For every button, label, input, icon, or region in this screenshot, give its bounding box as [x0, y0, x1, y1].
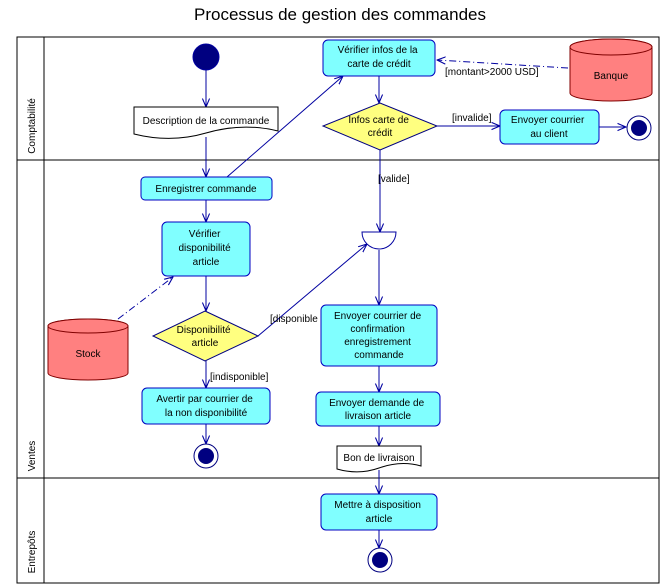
action-label-line: Mettre à disposition: [334, 500, 421, 511]
swimlanes: Comptabilité Ventes Entrepôts: [16, 36, 660, 584]
datastore-top: [569, 38, 653, 56]
action-label-line: article: [193, 257, 220, 268]
object-shape: [336, 445, 422, 473]
object-shape: [133, 106, 279, 139]
object-description-commande: Description de la commande: [133, 106, 279, 139]
final-node-courrier-client: [626, 115, 652, 141]
guard-valide: [valide]: [378, 174, 410, 185]
datastore-label: Stock: [75, 349, 101, 360]
datastore-top: [47, 318, 129, 334]
flow-disponible: [257, 244, 367, 337]
initial-node: [192, 43, 220, 71]
action-avertir-non-disponibilite: Avertir par courrier de la non disponibi…: [141, 387, 271, 425]
final-node-core: [372, 552, 388, 568]
action-label: Mettre à disposition article: [334, 500, 424, 525]
final-node-entrepots: [367, 547, 393, 573]
action-shape: [161, 221, 251, 277]
action-label-line: enregistrement: [344, 337, 411, 348]
action-label: Envoyer demande de livraison article: [329, 398, 427, 422]
merge-node: [361, 231, 397, 250]
action-envoyer-confirmation: Envoyer courrier de confirmation enregis…: [320, 304, 438, 367]
action-label-line: article: [366, 514, 393, 525]
action-label: Vérifier infos de la carte de crédit: [338, 45, 421, 70]
lane-label-comptabilite: Comptabilité: [27, 98, 38, 154]
action-shape: [140, 176, 273, 201]
action-label: Envoyer courrier au client: [511, 115, 587, 140]
action-shape: [322, 39, 436, 77]
action-envoyer-demande-livraison: Envoyer demande de livraison article: [315, 391, 441, 427]
object-label: Bon de livraison: [343, 453, 414, 464]
action-label: Enregistrer commande: [155, 184, 257, 195]
action-verifier-carte: Vérifier infos de la carte de crédit: [322, 39, 436, 77]
decision-infos-carte: Infos carte de crédit: [321, 102, 439, 151]
action-shape: [315, 391, 441, 427]
action-label-line: commande: [354, 350, 404, 361]
final-node-core: [631, 120, 647, 136]
action-label-line: Vérifier infos de la: [338, 45, 418, 56]
guard-disponible: [disponible: [270, 314, 318, 325]
action-envoyer-courrier-client: Envoyer courrier au client: [499, 109, 600, 145]
datastore-label: Banque: [594, 71, 629, 82]
action-shape: [320, 304, 438, 367]
guard-indisponible: [indisponible]: [210, 372, 269, 383]
swimlane-frame: [16, 36, 660, 584]
dependency-stock: [117, 277, 173, 320]
action-label-line: Envoyer courrier de: [334, 311, 422, 322]
lane-label-ventes: Ventes: [27, 441, 38, 472]
guard-montant: [montant>2000 USD]: [445, 67, 539, 78]
action-label-line: Envoyer demande de: [329, 398, 425, 409]
guard-invalide: [invalide]: [452, 113, 492, 124]
action-shape: [499, 109, 600, 145]
diagram-title: Processus de gestion des commandes: [194, 5, 486, 24]
action-label-line: Envoyer courrier: [511, 115, 585, 126]
final-node-core: [198, 448, 214, 464]
object-bon-livraison: Bon de livraison: [336, 445, 422, 473]
action-label-line: la non disponibilité: [165, 408, 248, 419]
action-label-line: confirmation: [350, 324, 404, 335]
flow-enregistrer-to-verifier-carte: [226, 76, 343, 178]
decision-label-line: crédit: [368, 128, 393, 139]
flows: [117, 60, 626, 548]
decision-disponibilite: Disponibilité article: [151, 310, 260, 362]
final-node-avertir: [193, 443, 219, 469]
action-label-line: au client: [530, 129, 567, 140]
action-verifier-disponibilite: Vérifier disponibilité article: [161, 221, 251, 277]
decision-shape: [321, 102, 439, 151]
decision-label-line: Infos carte de: [348, 115, 409, 126]
decision-label: Infos carte de crédit: [348, 115, 411, 139]
action-shape: [141, 387, 271, 425]
action-label-line: disponibilité: [178, 243, 231, 254]
object-label: Description de la commande: [143, 116, 270, 127]
decision-label: Disponibilité article: [177, 325, 234, 349]
action-label: Vérifier disponibilité article: [178, 229, 233, 268]
action-enregistrer-commande: Enregistrer commande: [140, 176, 273, 201]
action-label-line: Avertir par courrier de: [156, 394, 253, 405]
action-label: Avertir par courrier de la non disponibi…: [156, 394, 255, 419]
action-label-line: carte de crédit: [347, 59, 411, 70]
action-shape: [320, 493, 438, 531]
datastore-banque: Banque: [569, 38, 653, 102]
action-label: Envoyer courrier de confirmation enregis…: [334, 311, 424, 361]
action-label-line: livraison article: [345, 411, 412, 422]
action-label-line: Vérifier: [189, 229, 221, 240]
action-mettre-a-disposition: Mettre à disposition article: [320, 493, 438, 531]
decision-shape: [151, 310, 260, 362]
decision-label-line: Disponibilité: [177, 325, 231, 336]
datastore-stock: Stock: [47, 318, 129, 381]
decision-label-line: article: [192, 338, 219, 349]
action-label-line: Enregistrer commande: [155, 184, 257, 195]
lane-label-entrepots: Entrepôts: [27, 531, 38, 574]
